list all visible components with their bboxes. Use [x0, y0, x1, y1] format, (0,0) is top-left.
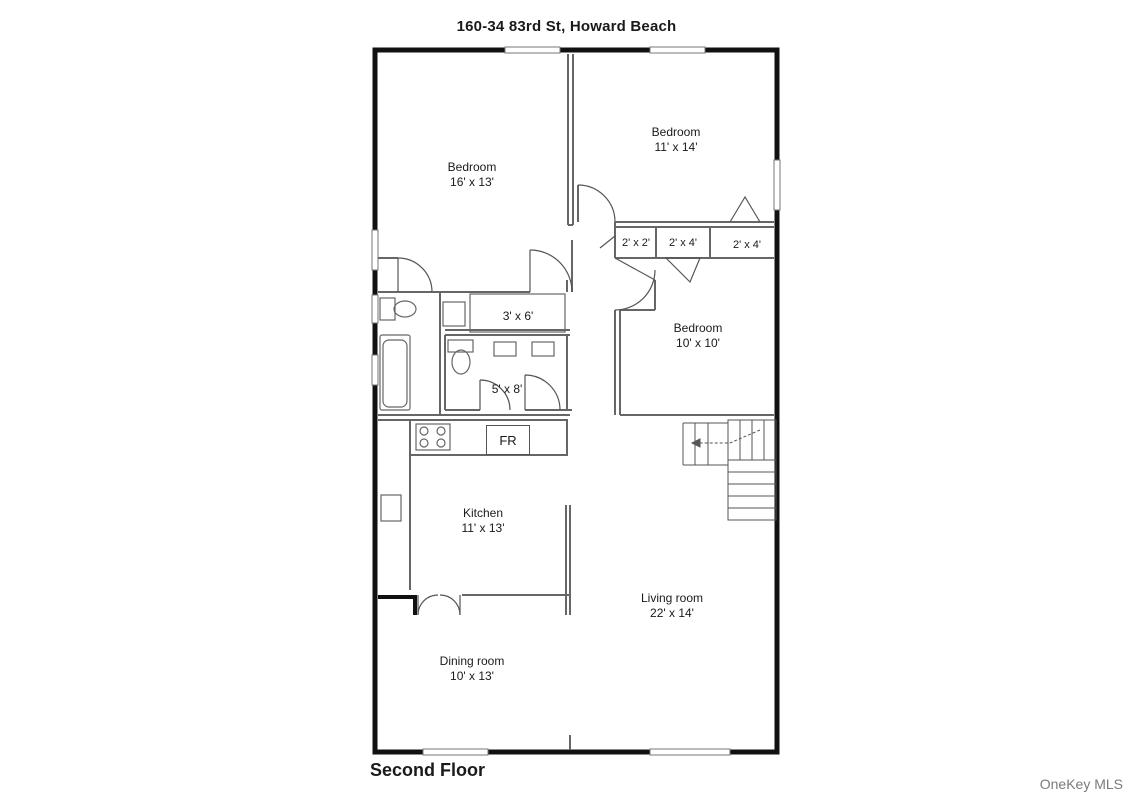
watermark: OneKey MLS: [1039, 776, 1123, 792]
room-bedroom-ne: Bedroom 11' x 14': [652, 125, 701, 155]
closet-c-size: 2' x 4': [732, 239, 762, 251]
bath-upper-size: 3' x 6': [502, 309, 534, 323]
fridge-label: FR: [486, 425, 530, 455]
room-size: 11' x 14': [654, 140, 698, 154]
room-name: Dining room: [439, 654, 505, 668]
kitchen-fixtures: [380, 423, 451, 522]
address-title: 160-34 83rd St, Howard Beach: [456, 18, 677, 35]
room-size: 22' x 14': [650, 606, 694, 620]
closet-b-size: 2' x 4': [668, 237, 698, 249]
room-size: 10' x 13': [450, 669, 494, 683]
windows: [371, 46, 781, 756]
staircase: [682, 419, 777, 521]
interior-walls: [378, 54, 774, 750]
room-name: Bedroom: [651, 125, 701, 139]
room-size: 10' x 10': [676, 336, 720, 350]
bath-lower-size: 5' x 8': [491, 382, 523, 396]
bathroom-fixtures: [379, 293, 566, 411]
room-dining-room: Dining room 10' x 13': [440, 654, 505, 684]
room-name: Bedroom: [673, 321, 723, 335]
room-size: 11' x 13': [461, 521, 505, 535]
room-size: 16' x 13': [450, 175, 494, 189]
room-living-room: Living room 22' x 14': [641, 591, 703, 621]
room-bedroom-e: Bedroom 10' x 10': [674, 321, 723, 351]
dining-wall: [378, 595, 417, 615]
room-name: Bedroom: [447, 160, 497, 174]
room-name: Living room: [640, 591, 704, 605]
room-bedroom-nw: Bedroom 16' x 13': [448, 160, 497, 190]
floor-label: Second Floor: [370, 760, 486, 780]
exterior-walls: [372, 47, 780, 755]
room-name: Kitchen: [462, 506, 504, 520]
door-swings: [397, 184, 761, 616]
room-kitchen: Kitchen 11' x 13': [461, 506, 504, 536]
closet-a-size: 2' x 2': [621, 237, 651, 249]
